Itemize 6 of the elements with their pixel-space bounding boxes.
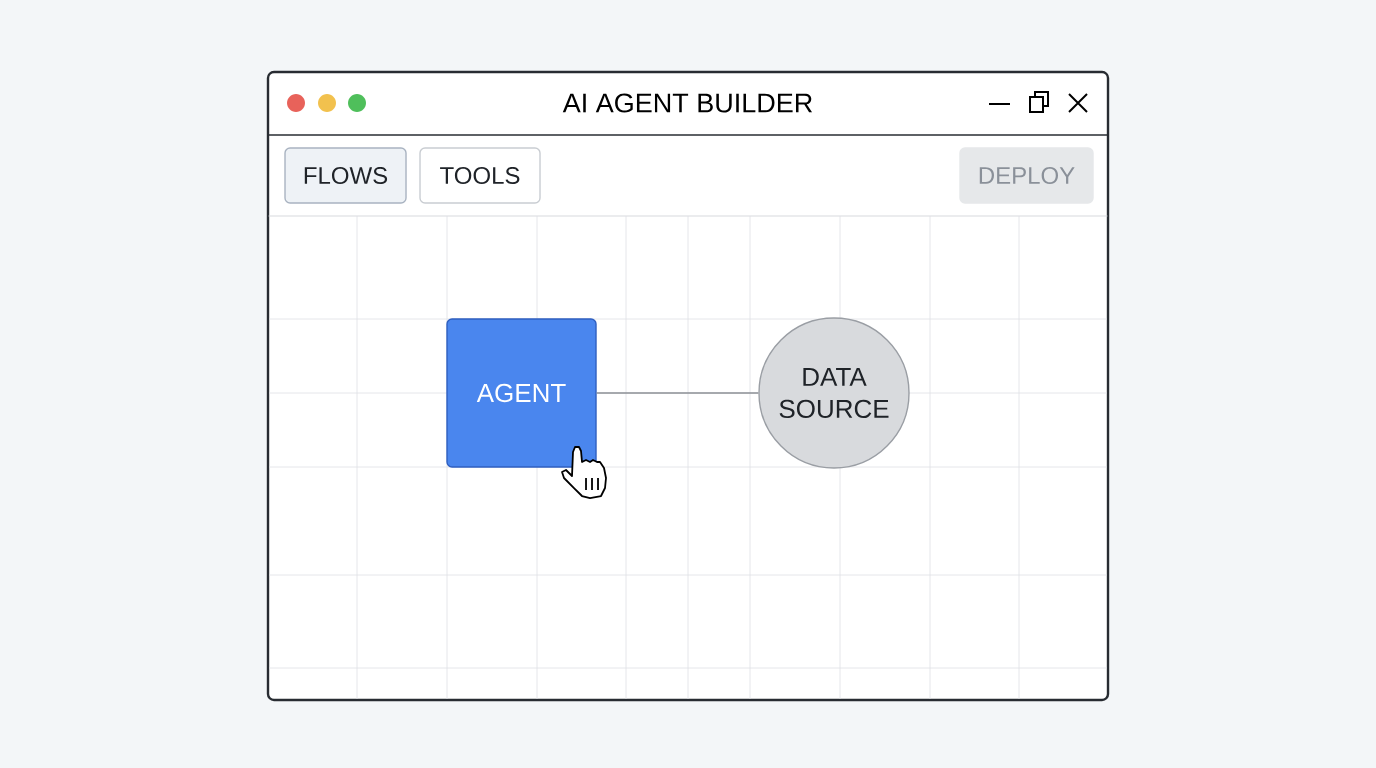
window-title: AI AGENT BUILDER	[562, 93, 812, 113]
tab-button: TOOLS	[419, 147, 541, 204]
agent-box: AGENT	[446, 318, 597, 468]
tab-button: FLOWS	[284, 147, 407, 204]
deploy-button: DEPLOY	[959, 147, 1094, 204]
connector-line	[596, 392, 759, 394]
